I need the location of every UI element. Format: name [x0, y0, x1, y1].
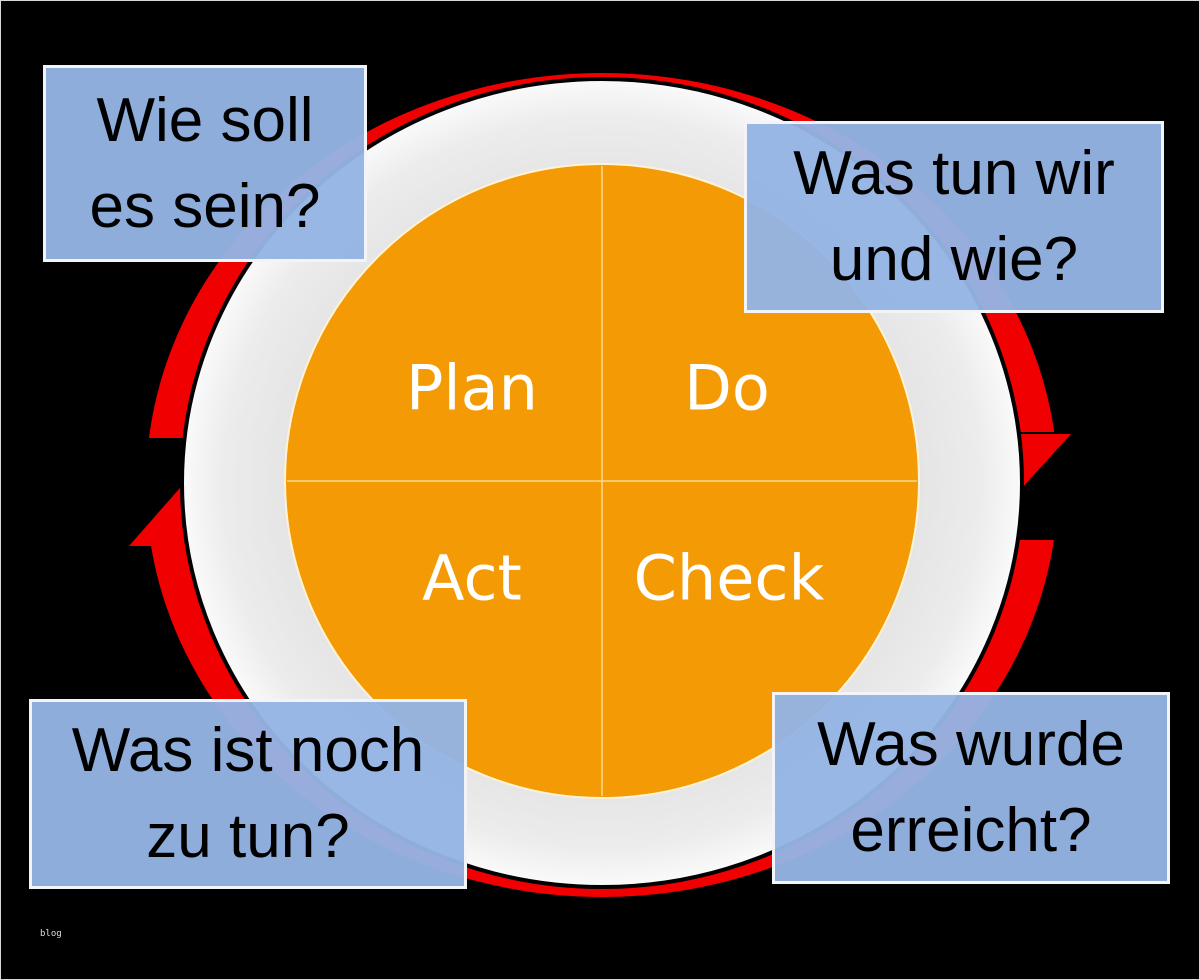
question-plan-line-1: Wie soll: [96, 85, 314, 155]
pdca-circle: [284, 163, 920, 799]
watermark: blog: [40, 929, 62, 939]
question-act-line-2: zu tun?: [146, 802, 350, 871]
question-box-check: Was wurde erreicht?: [772, 692, 1170, 884]
phase-do-label: Do: [684, 351, 770, 425]
question-box-do: Was tun wir und wie?: [744, 121, 1164, 313]
question-do-line-1: Was tun wir: [793, 139, 1115, 208]
question-do-line-2: und wie?: [829, 225, 1079, 294]
disc-edge: [180, 77, 1024, 889]
question-box-act: Was ist noch zu tun?: [29, 699, 467, 889]
phase-act-label: Act: [422, 541, 522, 615]
phase-plan-label: Plan: [406, 351, 538, 425]
question-plan-line-2: es sein?: [89, 171, 321, 241]
question-box-plan: Wie soll es sein?: [43, 65, 367, 262]
question-act-line-1: Was ist noch: [71, 716, 425, 785]
question-check-line-1: Was wurde: [817, 710, 1125, 779]
phase-check-label: Check: [633, 541, 825, 615]
question-check-line-2: erreicht?: [850, 796, 1092, 865]
